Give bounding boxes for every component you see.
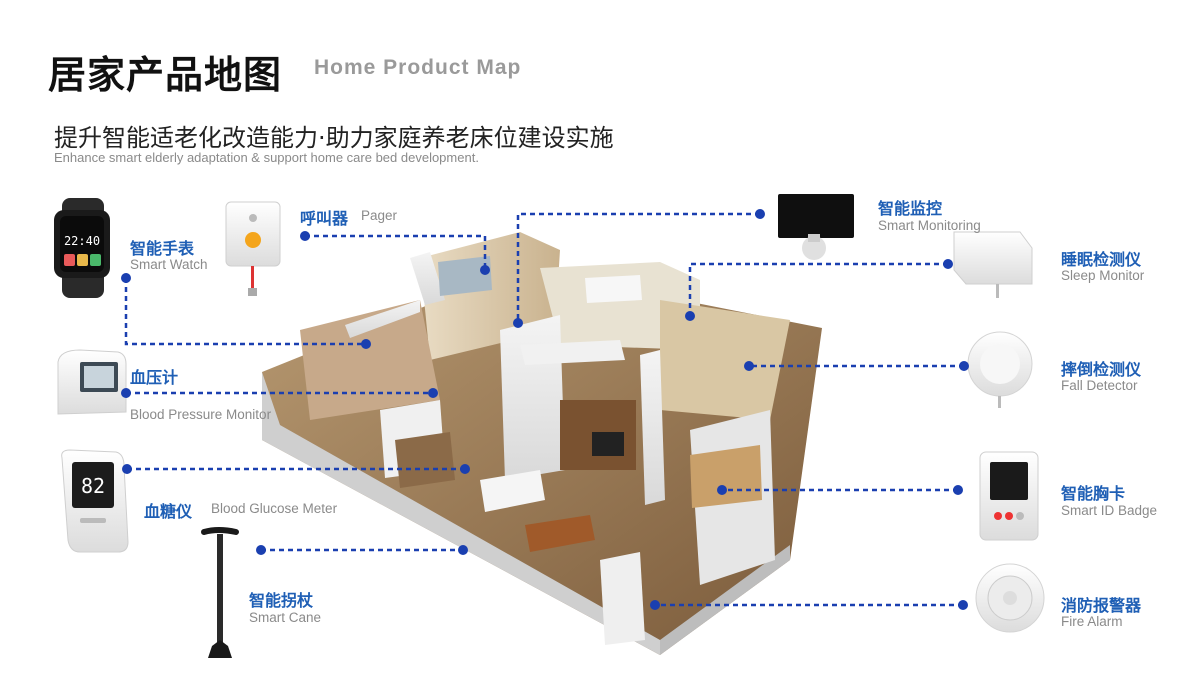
sofa	[480, 470, 545, 512]
label-blood-pressure-en: Blood Pressure Monitor	[130, 407, 272, 422]
label-sleep-monitor-cn: 睡眠检测仪	[1061, 250, 1142, 269]
smart-watch-device: 22:40	[54, 198, 110, 298]
connector-lines	[124, 212, 964, 607]
label-blood-pressure-cn: 血压计	[130, 368, 179, 387]
label-pager-en: Pager	[361, 208, 398, 223]
label-monitoring-cn: 智能监控	[878, 199, 943, 218]
label-smart-watch-en: Smart Watch	[130, 257, 208, 272]
label-fall-detector-en: Fall Detector	[1061, 378, 1138, 393]
glucose-reading-text: 82	[81, 474, 105, 498]
smart-badge-device	[979, 451, 1039, 541]
label-glucose-en: Blood Glucose Meter	[211, 501, 338, 516]
fall-detector-device	[967, 331, 1033, 408]
label-monitoring-en: Smart Monitoring	[878, 218, 981, 233]
label-smart-badge-en: Smart ID Badge	[1061, 503, 1158, 518]
pager-device	[225, 201, 281, 296]
page-title-en: Home Product Map	[314, 56, 522, 79]
label-smart-cane-en: Smart Cane	[249, 610, 322, 625]
label-glucose-cn: 血糖仪	[144, 502, 193, 521]
sleep-monitor-device	[953, 231, 1033, 298]
label-fire-alarm-en: Fire Alarm	[1061, 614, 1123, 629]
label-smart-watch-cn: 智能手表	[130, 239, 195, 258]
label-smart-badge-cn: 智能胸卡	[1061, 484, 1126, 503]
label-smart-cane-cn: 智能拐杖	[249, 591, 314, 610]
label-sleep-monitor-en: Sleep Monitor	[1061, 268, 1145, 283]
page-subtitle: 提升智能适老化改造能力·助力家庭养老床位建设实施	[54, 124, 614, 152]
smart-cane-device	[201, 527, 239, 658]
monitoring-camera-device	[778, 194, 854, 260]
glucose-meter-device: 82	[61, 449, 129, 553]
page-subtitle-en: Enhance smart elderly adaptation & suppo…	[54, 150, 479, 165]
coffee-table	[525, 515, 595, 552]
label-pager-cn: 呼叫器	[300, 209, 349, 228]
house-model	[262, 232, 822, 655]
page-title: 居家产品地图	[48, 53, 283, 97]
connector-dots	[121, 209, 969, 610]
fire-alarm-device	[975, 563, 1045, 633]
blood-pressure-device	[57, 349, 127, 415]
watch-time-text: 22:40	[64, 234, 100, 248]
label-fire-alarm-cn: 消防报警器	[1061, 596, 1142, 615]
label-fall-detector-cn: 摔倒检测仪	[1061, 360, 1142, 379]
